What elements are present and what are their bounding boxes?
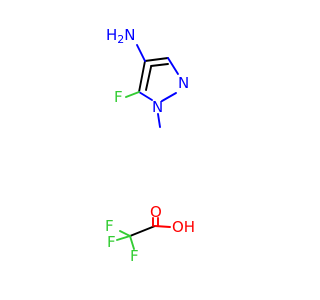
amine-label: H2N bbox=[106, 26, 136, 46]
bond-c4-c3 bbox=[144, 57, 169, 62]
bond-c4-nh2 bbox=[136, 44, 146, 62]
bond-c-f3 bbox=[129, 235, 135, 250]
bond-c3-n2 bbox=[167, 57, 179, 75]
hydroxyl-label: OH bbox=[172, 218, 195, 236]
pyrazole-amine-molecule: H2N N N F bbox=[106, 26, 189, 128]
fluorine-1-label: F bbox=[105, 217, 114, 235]
bond-c-f2 bbox=[116, 235, 131, 241]
bond-c-f1 bbox=[119, 230, 131, 237]
carbonyl-oxygen-label: O bbox=[150, 203, 162, 221]
bond-c4-c3-double bbox=[150, 63, 169, 67]
n2-label: N bbox=[178, 74, 189, 92]
bond-cf3-carboxyl bbox=[129, 225, 156, 237]
fluorine-3-label: F bbox=[130, 247, 139, 265]
bond-c4-c5 bbox=[138, 60, 146, 93]
trifluoroacetic-acid-molecule: O OH F F F bbox=[105, 203, 195, 265]
n1-label: N bbox=[152, 98, 163, 116]
bond-n1-methyl bbox=[157, 113, 161, 128]
bond-c4-c5-double bbox=[145, 66, 152, 91]
bond-n2-n1 bbox=[161, 92, 177, 102]
bond-c-oh bbox=[154, 225, 171, 228]
fluorine-label: F bbox=[114, 88, 123, 106]
chemical-structure-canvas: H2N N N F O OH F F F bbox=[105, 26, 195, 265]
fluorine-2-label: F bbox=[107, 233, 116, 251]
bond-c5-f bbox=[125, 91, 140, 98]
bond-c5-n1 bbox=[138, 91, 153, 101]
